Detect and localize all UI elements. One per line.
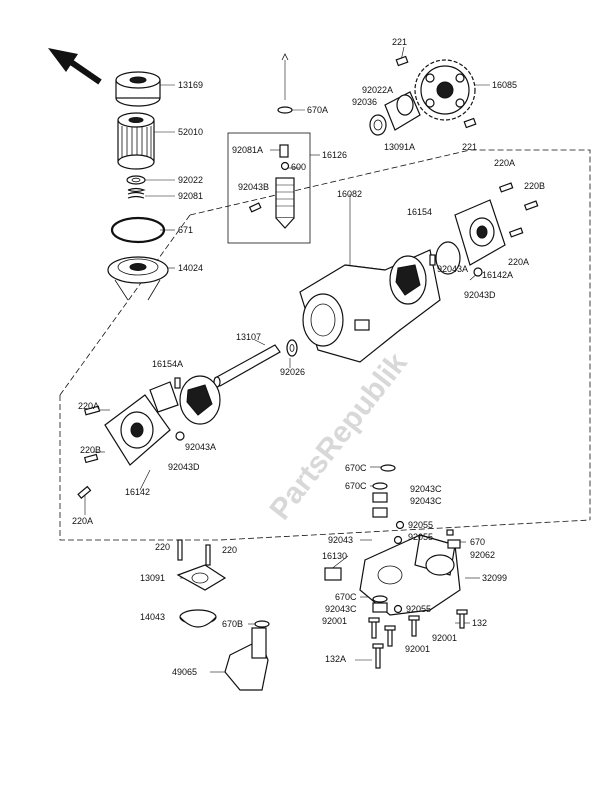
label-92001-left: 92001 xyxy=(322,616,347,626)
oil-filter-52010 xyxy=(117,112,155,170)
label-92062: 92062 xyxy=(470,550,495,560)
label-92043: 92043 xyxy=(328,535,353,545)
label-92043A-left: 92043A xyxy=(185,442,216,452)
label-220A-left: 220A xyxy=(78,401,99,411)
filter-cover-14024 xyxy=(107,256,169,301)
oil-pan-housing-32099 xyxy=(324,534,461,616)
label-92022: 92022 xyxy=(178,175,203,185)
label-13169: 13169 xyxy=(178,80,203,90)
label-52010: 52010 xyxy=(178,127,203,137)
label-92055-bottom: 92055 xyxy=(406,604,431,614)
label-13091A: 13091A xyxy=(384,142,415,152)
washer-92022 xyxy=(126,175,146,185)
label-92001-right: 92001 xyxy=(432,633,457,643)
label-670C-bottom: 670C xyxy=(335,592,357,602)
label-670A: 670A xyxy=(307,105,328,115)
assembly-boundary-lines xyxy=(59,149,591,541)
label-16142A: 16142A xyxy=(482,270,513,280)
label-13091: 13091 xyxy=(140,573,165,583)
label-220B-right: 220B xyxy=(524,181,545,191)
filter-cap-13169 xyxy=(115,71,161,107)
label-92043C-top: 92043C xyxy=(410,484,442,494)
label-16142: 16142 xyxy=(125,487,150,497)
label-92026: 92026 xyxy=(280,367,305,377)
washer-92026 xyxy=(286,339,298,357)
label-221-top: 221 xyxy=(392,37,407,47)
label-92055-mid: 92055 xyxy=(408,532,433,542)
part-labels: 13169 52010 92022 92081 671 14024 670A 9… xyxy=(72,37,545,677)
label-671: 671 xyxy=(178,225,193,235)
label-92081A: 92081A xyxy=(232,145,263,155)
label-220-left: 220 xyxy=(155,542,170,552)
pump-cover-16142A xyxy=(454,182,539,277)
front-arrow-icon xyxy=(48,48,102,85)
label-92001-bottom: 92001 xyxy=(405,644,430,654)
label-670: 670 xyxy=(470,537,485,547)
label-670C-top: 670C xyxy=(345,463,367,473)
bracket-13091 xyxy=(176,539,227,591)
label-670B: 670B xyxy=(222,619,243,629)
label-16154: 16154 xyxy=(407,207,432,217)
cap-14043 xyxy=(179,609,217,628)
label-221-right: 221 xyxy=(462,142,477,152)
label-92043D-left: 92043D xyxy=(168,462,200,472)
label-92043D-right: 92043D xyxy=(464,290,496,300)
label-14024: 14024 xyxy=(178,263,203,273)
oil-strainer-49065 xyxy=(224,620,270,691)
o-ring-671 xyxy=(110,216,166,244)
label-132A: 132A xyxy=(325,654,346,664)
oil-pump-gear-16085 xyxy=(414,59,476,121)
label-92036: 92036 xyxy=(352,97,377,107)
relief-valve-group-16126 xyxy=(227,53,311,244)
label-220B-left: 220B xyxy=(80,445,101,455)
label-600: 600 xyxy=(291,162,306,172)
label-220-right: 220 xyxy=(222,545,237,555)
label-32099: 32099 xyxy=(482,573,507,583)
label-92043B: 92043B xyxy=(238,182,269,192)
pump-shaft-13107 xyxy=(213,344,281,388)
label-92081: 92081 xyxy=(178,191,203,201)
label-670C-mid: 670C xyxy=(345,481,367,491)
spring-92081 xyxy=(127,187,146,199)
label-92043A-right: 92043A xyxy=(437,264,468,274)
label-220A-right: 220A xyxy=(508,257,529,267)
label-13107: 13107 xyxy=(236,332,261,342)
label-92043C-mid: 92043C xyxy=(410,496,442,506)
label-220A-top: 220A xyxy=(494,158,515,168)
label-16082: 16082 xyxy=(337,189,362,199)
pump-cover-16142 xyxy=(77,394,171,500)
label-16085: 16085 xyxy=(492,80,517,90)
label-220A-bottom: 220A xyxy=(72,516,93,526)
label-92055-top: 92055 xyxy=(408,520,433,530)
label-49065: 49065 xyxy=(172,667,197,677)
gear-bracket-13091A xyxy=(369,55,477,136)
label-16130: 16130 xyxy=(322,551,347,561)
label-16126: 16126 xyxy=(322,150,347,160)
label-132: 132 xyxy=(472,618,487,628)
label-92043C-bottom: 92043C xyxy=(325,604,357,614)
label-14043: 14043 xyxy=(140,612,165,622)
rotor-16154 xyxy=(389,241,461,305)
label-92022A: 92022A xyxy=(362,85,393,95)
lower-fittings-group xyxy=(368,464,468,669)
label-16154A: 16154A xyxy=(152,359,183,369)
rotor-16154A xyxy=(149,375,221,441)
